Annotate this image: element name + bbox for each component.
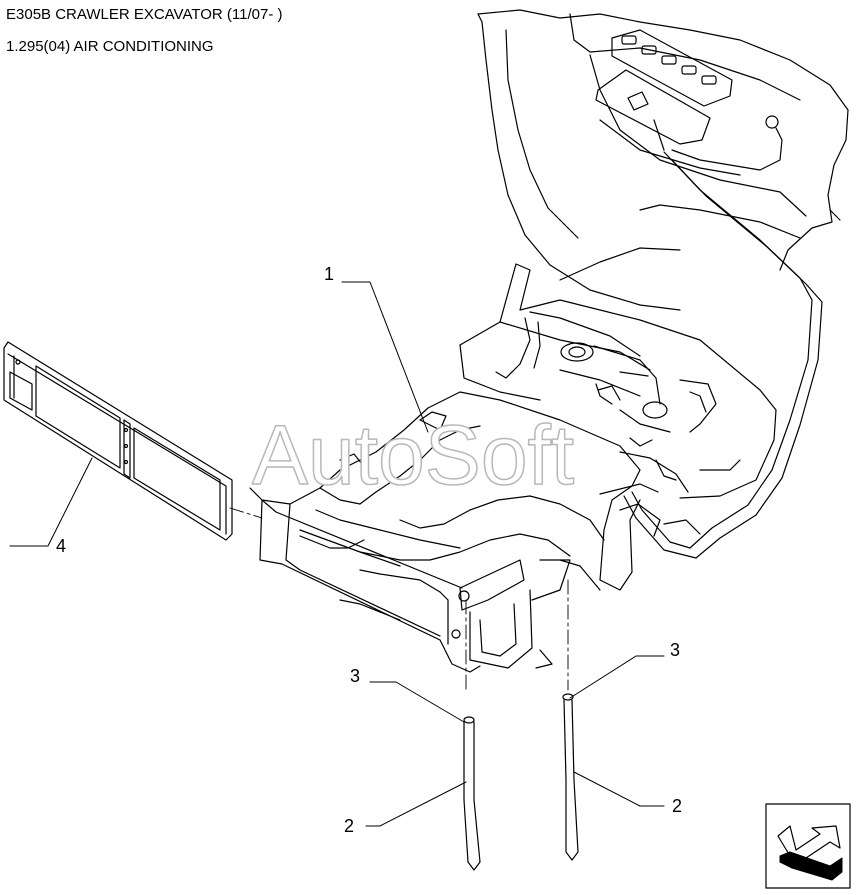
leader-lines — [9, 281, 665, 827]
ac-unit — [249, 263, 777, 673]
drain-hose-left — [463, 716, 481, 871]
callout-3-right: 3 — [670, 640, 680, 660]
next-page-button[interactable] — [765, 803, 851, 889]
drain-hose-right — [562, 693, 579, 861]
callout-3-left: 3 — [350, 666, 360, 686]
alignment-lines — [229, 507, 569, 691]
callout-4: 4 — [56, 536, 66, 556]
next-page-arrow-icon — [777, 825, 843, 881]
watermark: AutoSoft — [252, 408, 574, 502]
ac-filter — [3, 341, 233, 541]
model-title: E305B CRAWLER EXCAVATOR (11/07- ) — [6, 6, 283, 23]
callout-2-left: 2 — [344, 816, 354, 836]
section-title: 1.295(04) AIR CONDITIONING — [6, 38, 214, 55]
roof-drain-hose — [623, 151, 823, 559]
callout-1: 1 — [324, 264, 334, 284]
cab-roof-panel — [477, 9, 849, 311]
callout-2-right: 2 — [672, 796, 682, 816]
